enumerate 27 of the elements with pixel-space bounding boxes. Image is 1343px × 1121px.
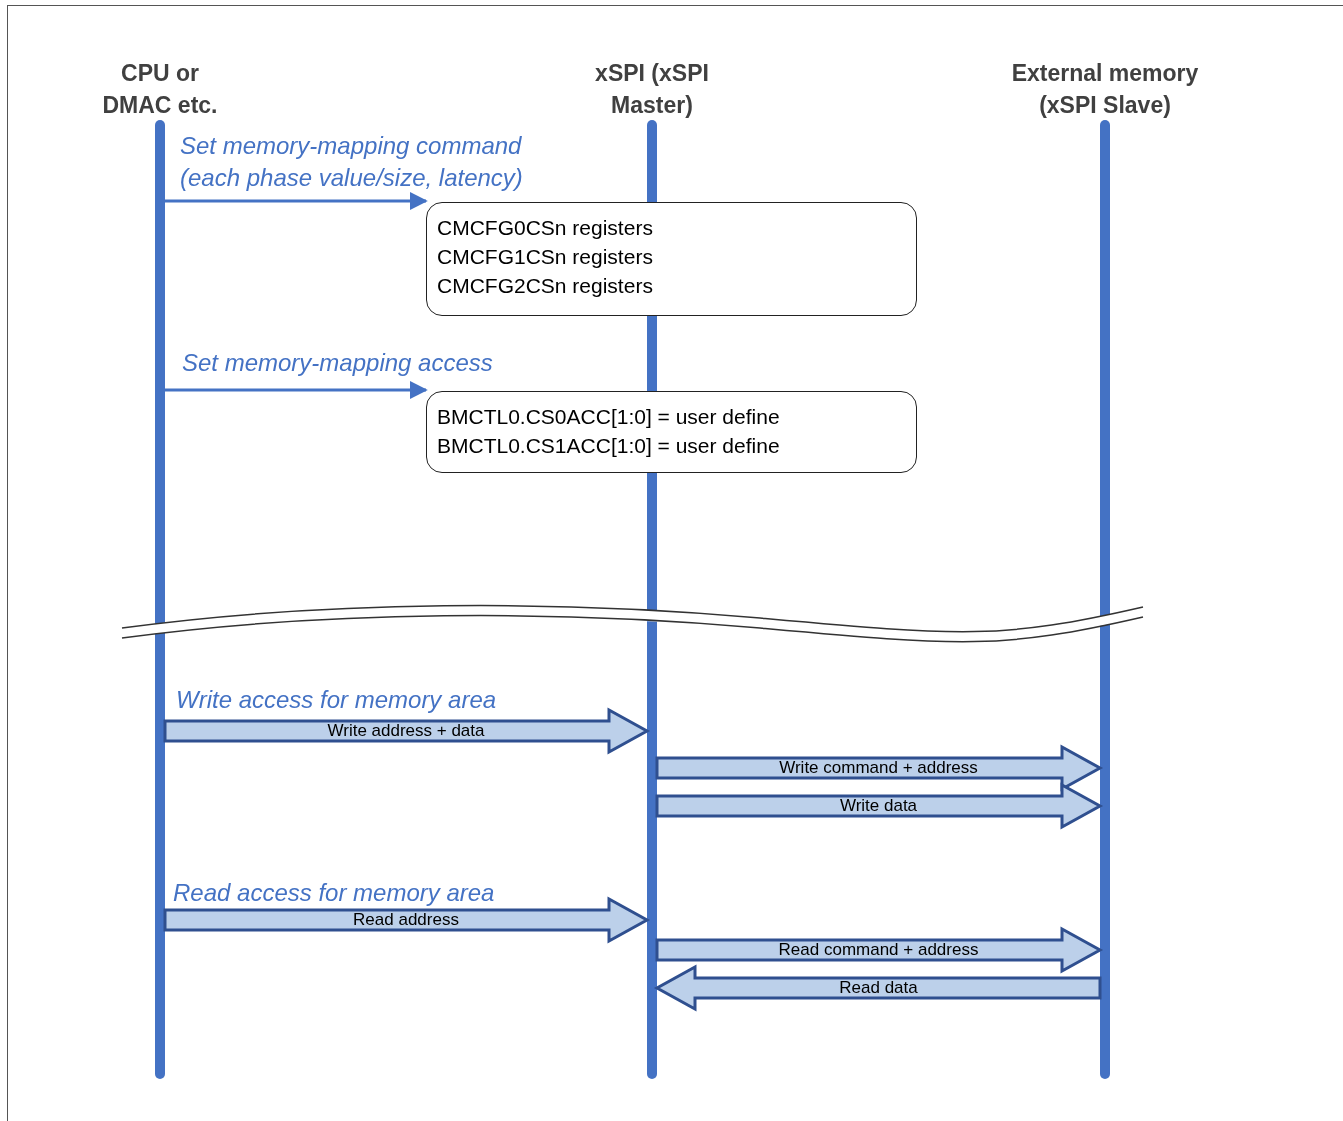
arrow xyxy=(165,381,428,399)
edge-label: Write address + data xyxy=(327,722,485,740)
edge-label: Write data xyxy=(839,797,918,815)
block-arrow xyxy=(655,782,1104,830)
section-label: Write access for memory area xyxy=(176,685,497,715)
participant-label: External memory (xSPI Slave) xyxy=(1010,59,1200,120)
block-arrow xyxy=(163,707,651,755)
block-arrow xyxy=(655,926,1104,974)
edge-label: Read address xyxy=(353,911,459,929)
register-text: CMCFG1CSn registers xyxy=(437,244,653,270)
register-text: BMCTL0.CS1ACC[1:0] = user define xyxy=(437,433,780,459)
edge-label: Write command + address xyxy=(779,759,978,777)
register-text: CMCFG2CSn registers xyxy=(437,273,653,299)
participant-label: CPU or DMAC etc. xyxy=(101,59,219,120)
block-arrow xyxy=(653,964,1102,1012)
register-box xyxy=(426,391,917,473)
register-text: CMCFG0CSn registers xyxy=(437,215,653,241)
edge-label: Set memory-mapping command (each phase value/size, latency) xyxy=(180,131,524,193)
participant-label: xSPI (xSPI Master) xyxy=(594,59,710,120)
edge-label: Set memory-mapping access xyxy=(182,348,493,378)
register-text: BMCTL0.CS0ACC[1:0] = user define xyxy=(437,404,780,430)
arrow xyxy=(165,192,428,210)
block-arrow xyxy=(163,896,651,944)
edge-label: Read data xyxy=(839,979,918,997)
register-box xyxy=(426,202,917,316)
edge-label: Read command + address xyxy=(778,941,979,959)
section-label: Read access for memory area xyxy=(173,878,495,908)
